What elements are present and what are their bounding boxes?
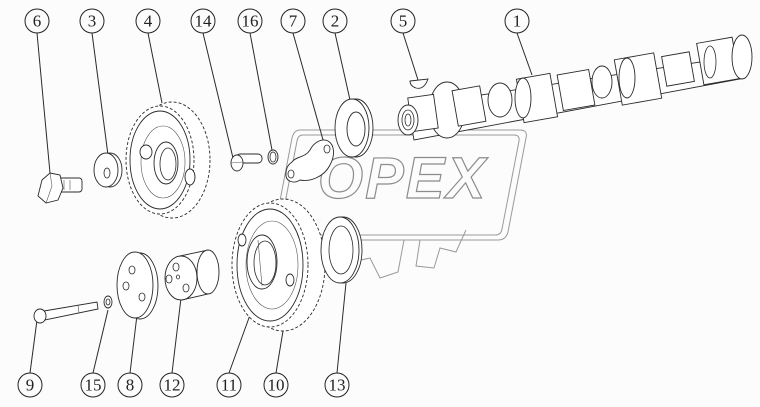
callout-6[interactable]: 6 [24,8,50,34]
callout-label: 9 [26,376,35,395]
callout-label: 10 [268,376,285,395]
callout-15[interactable]: 15 [80,372,106,398]
callout-12[interactable]: 12 [159,372,185,398]
callout-label: 7 [289,12,298,31]
callout-1[interactable]: 1 [504,8,530,34]
callout-11[interactable]: 11 [216,372,242,398]
callout-4[interactable]: 4 [135,8,161,34]
thrust-plate-part [285,139,334,183]
washer-part [93,152,123,188]
callout-label: 5 [399,12,408,31]
camshaft-part [397,34,753,141]
long-bolt-part [33,301,99,324]
callout-label: 14 [195,12,213,31]
hub-bushing-part [164,249,220,301]
lock-washer-part [103,295,113,309]
callout-label: 3 [88,12,97,31]
idler-gear-large-part [125,101,211,219]
callout-10[interactable]: 10 [263,372,289,398]
camshaft-gear-part [231,198,326,332]
spacer-ring-part [320,216,363,284]
flange-plate-part [116,251,159,320]
callout-label: 8 [126,376,135,395]
callout-3[interactable]: 3 [79,8,105,34]
callout-2[interactable]: 2 [322,8,348,34]
callout-13[interactable]: 13 [324,372,350,398]
callout-8[interactable]: 8 [117,372,143,398]
slotted-screw-part [230,153,263,172]
callout-label: 13 [329,376,346,395]
watermark-text: OPEX [318,146,488,211]
callout-16[interactable]: 16 [237,8,263,34]
callout-label: 11 [221,376,237,395]
leader-lines [29,32,533,374]
callout-label: 16 [242,12,259,31]
bolt-hex-head-part [37,172,83,204]
small-ring-part [267,149,279,165]
callout-9[interactable]: 9 [17,372,43,398]
callout-label: 12 [164,376,181,395]
callout-label: 15 [85,376,102,395]
callout-7[interactable]: 7 [280,8,306,34]
callout-5[interactable]: 5 [390,8,416,34]
opex-watermark: OPEX [273,129,527,279]
callout-14[interactable]: 14 [190,8,216,34]
thrust-washer-part [334,98,374,158]
woodruff-key-part [409,78,429,89]
callout-label: 6 [33,12,42,31]
callout-label: 4 [144,12,153,31]
callout-label: 2 [331,12,340,31]
callout-label: 1 [513,12,522,31]
